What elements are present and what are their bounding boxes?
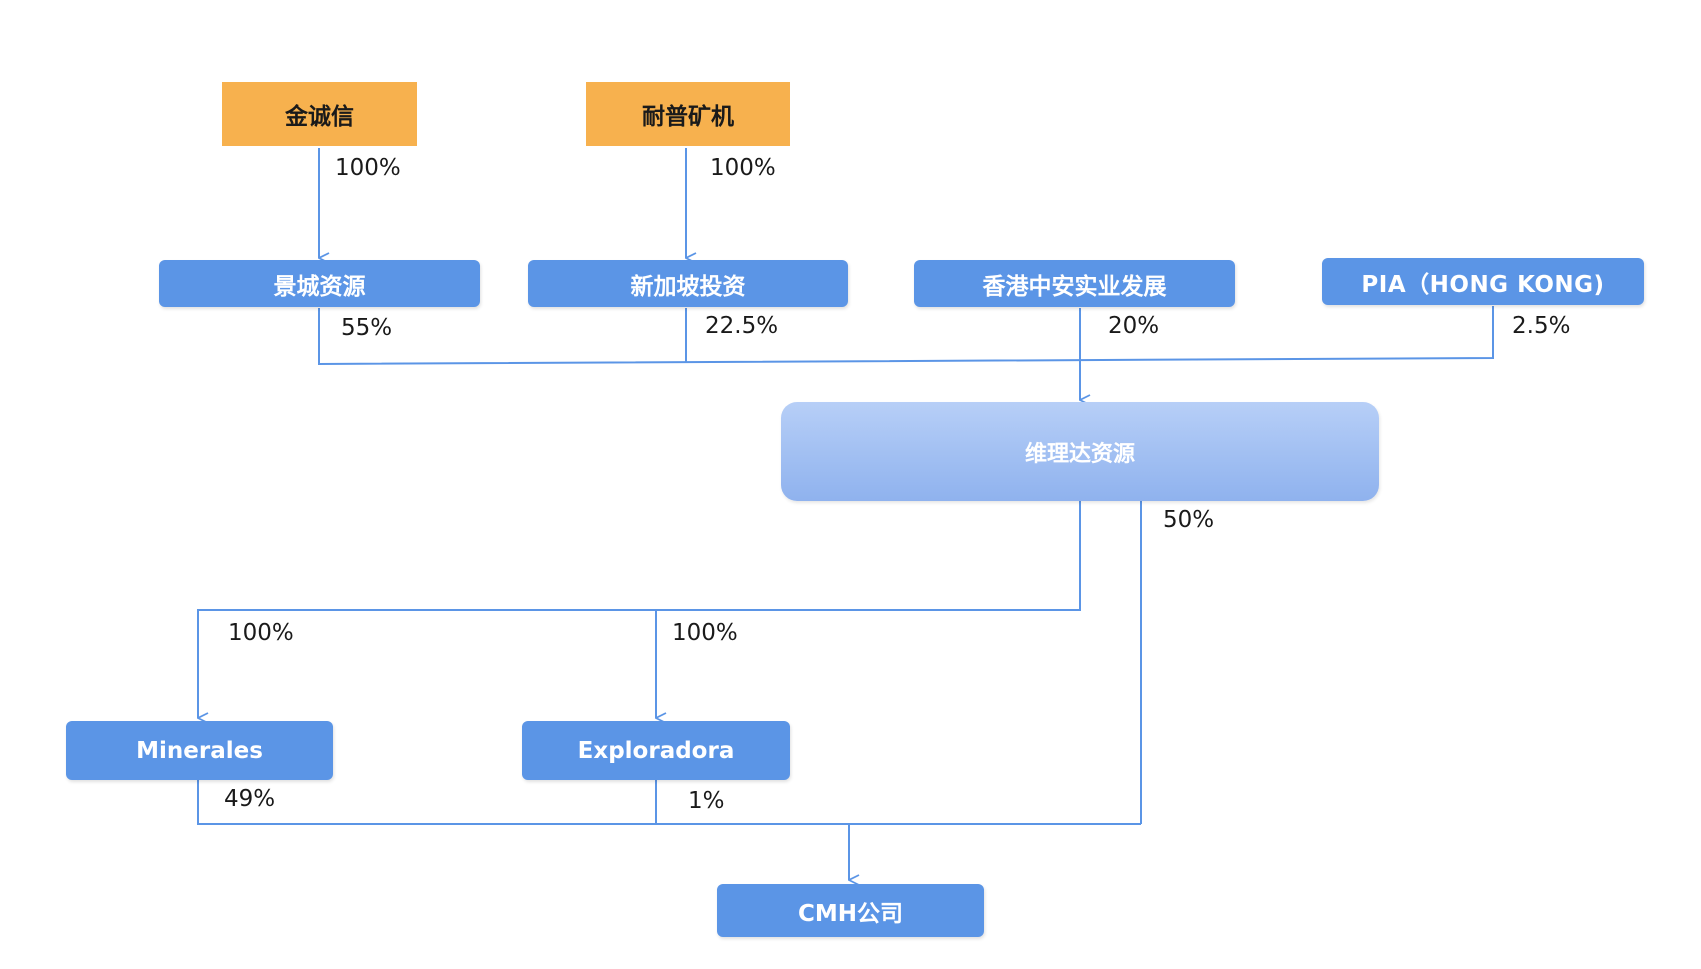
pct-hk-zhongan-weilida: 20%: [1108, 313, 1160, 339]
pct-weilida-minerales: 100%: [228, 620, 294, 646]
node-exploradora: Exploradora: [522, 721, 790, 780]
node-hk-zhongan: 香港中安实业发展: [914, 260, 1235, 307]
node-jingcheng: 景城资源: [159, 260, 480, 307]
connector-cmh-bus: [197, 780, 1141, 825]
node-cmh: CMH公司: [717, 884, 984, 937]
node-minerales: Minerales: [66, 721, 333, 780]
pct-singapore-weilida: 22.5%: [705, 313, 779, 339]
pct-weilida-exploradora: 100%: [672, 620, 738, 646]
node-weilida: 维理达资源: [781, 402, 1379, 501]
node-singapore: 新加坡投资: [528, 260, 848, 307]
node-pia-hk: PIA（HONG KONG): [1322, 258, 1644, 305]
pct-jinchengxin-jingcheng: 100%: [335, 155, 401, 181]
pct-minerales-cmh: 49%: [224, 786, 276, 812]
pct-exploradora-cmh: 1%: [688, 788, 725, 814]
pct-jingcheng-weilida: 55%: [341, 315, 393, 341]
node-jinchengxin: 金诚信: [222, 82, 417, 146]
pct-naipu-singapore: 100%: [710, 155, 776, 181]
connector-jingcheng-bus: [318, 306, 1494, 366]
pct-pia-weilida: 2.5%: [1512, 313, 1571, 339]
connector-weilida-subsidiaries: [197, 501, 1081, 718]
node-naipu: 耐普矿机: [586, 82, 790, 146]
pct-weilida-cmh: 50%: [1163, 507, 1215, 533]
